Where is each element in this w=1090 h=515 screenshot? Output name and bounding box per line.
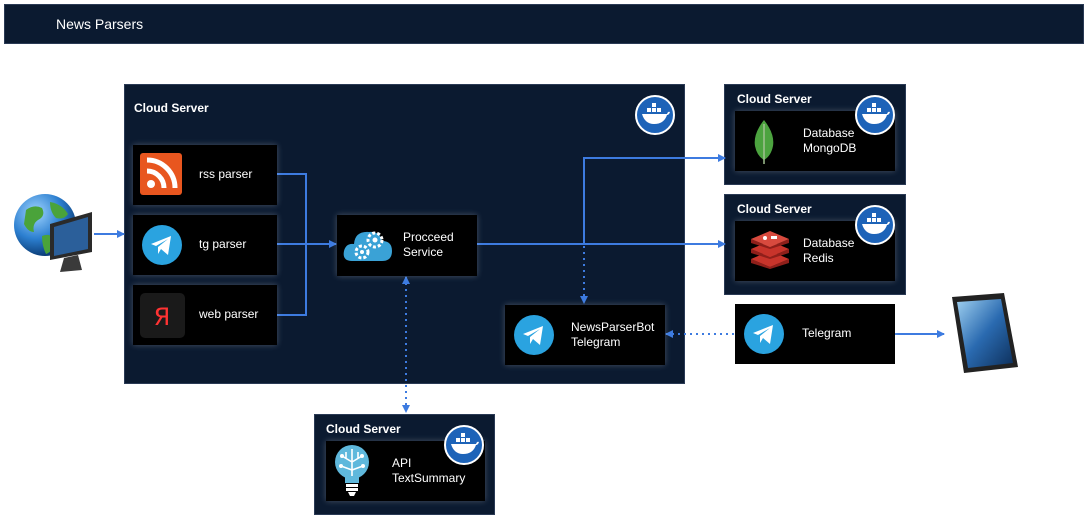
proceed-service-node[interactable]: Procceed Service	[337, 215, 477, 276]
brain-bulb-icon	[332, 444, 372, 503]
mongodb-leaf-icon	[753, 118, 775, 169]
news-parser-bot-node[interactable]: NewsParserBot Telegram	[505, 305, 665, 365]
rss-parser-node[interactable]: rss parser	[133, 145, 277, 205]
telegram-node[interactable]: Telegram	[735, 304, 895, 364]
gears-cloud-icon	[342, 223, 394, 272]
mongodb-node[interactable]: Database MongoDB	[735, 95, 895, 171]
web-parser-label: web parser	[199, 307, 259, 321]
redis-label-line2: Redis	[803, 251, 834, 265]
tablet-icon	[948, 293, 1020, 382]
arrow-proceed-to-mongo	[583, 154, 726, 244]
telegram-icon	[744, 314, 784, 359]
docker-whale-icon	[444, 425, 484, 470]
cloud-server-label: Cloud Server	[737, 92, 812, 106]
api-textsummary-label-line1: API	[392, 456, 412, 470]
redis-label-line1: Database	[803, 236, 855, 250]
yandex-icon: Я	[140, 293, 185, 343]
rss-parser-label: rss parser	[199, 167, 253, 181]
api-textsummary-label-line2: TextSummary	[392, 471, 466, 485]
cloud-server-label: Cloud Server	[737, 202, 812, 216]
tg-parser-label: tg parser	[199, 237, 247, 251]
cloud-server-label: Cloud Server	[326, 422, 401, 436]
docker-whale-icon	[635, 95, 675, 140]
news-parser-bot-label-line1: NewsParserBot	[571, 320, 655, 334]
telegram-icon	[514, 315, 554, 360]
telegram-icon	[142, 225, 182, 270]
arrow-web-to-proceed	[277, 244, 307, 316]
proceed-service-label-line1: Procceed	[403, 230, 454, 244]
svg-text:Я: Я	[154, 303, 171, 331]
header-bar: News Parsers	[4, 4, 1084, 44]
page-title: News Parsers	[56, 16, 144, 32]
docker-whale-icon	[855, 205, 895, 250]
proceed-service-label-line2: Service	[403, 245, 444, 259]
telegram-label: Telegram	[802, 326, 852, 340]
redis-icon	[749, 231, 791, 274]
cloud-server-label: Cloud Server	[134, 101, 209, 115]
web-parser-node[interactable]: Я web parser	[133, 285, 277, 345]
rss-icon	[140, 153, 182, 200]
globe-computer-icon	[12, 192, 96, 281]
mongodb-label-line2: MongoDB	[803, 141, 857, 155]
arrow-rss-to-proceed	[277, 173, 307, 244]
news-parser-bot-label-line2: Telegram	[571, 335, 621, 349]
redis-node[interactable]: Database Redis	[735, 205, 895, 281]
tg-parser-node[interactable]: tg parser	[133, 215, 277, 275]
api-textsummary-node[interactable]: API TextSummary	[326, 425, 485, 503]
docker-whale-icon	[855, 95, 895, 140]
mongodb-label-line1: Database	[803, 126, 855, 140]
